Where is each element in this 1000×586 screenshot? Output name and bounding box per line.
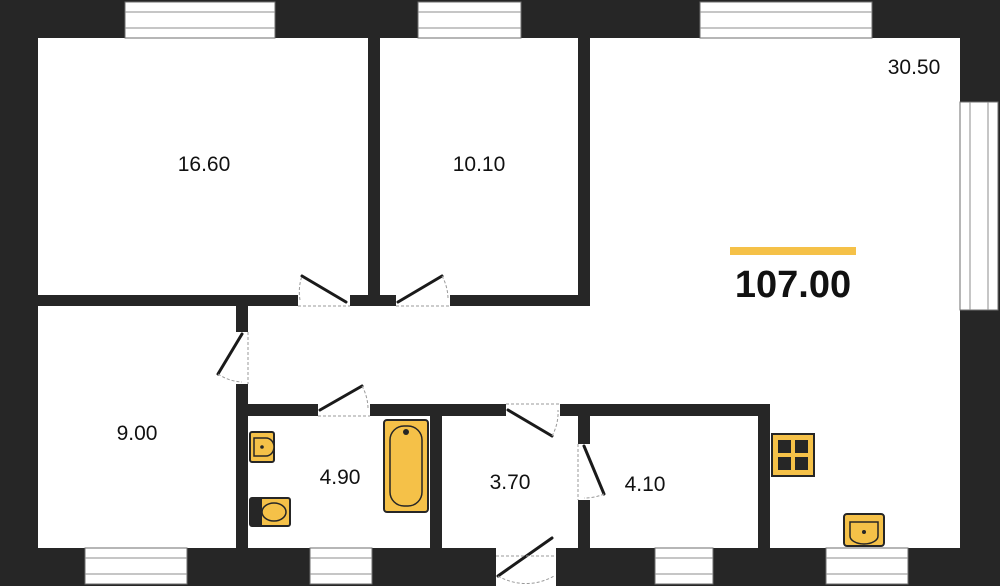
room-area-toilet: 3.70 [490, 471, 531, 494]
window-north-2 [417, 1, 522, 39]
door-toilet [506, 403, 560, 438]
washbasin-icon [249, 431, 275, 463]
wall-storage-east [758, 404, 770, 548]
window-south-3 [654, 547, 714, 585]
wall-toilet-storage-lower [578, 500, 590, 548]
window-south-4 [825, 547, 909, 585]
room-area-bedroom-large: 16.60 [178, 153, 231, 176]
bathtub-icon [383, 419, 429, 513]
toilet-bowl-icon [249, 497, 291, 527]
wall-bath-toilet-divider [430, 416, 442, 548]
wall-small-bedroom-east [578, 38, 590, 306]
window-north-1 [124, 1, 276, 39]
wall-toilet-storage-upper [578, 416, 590, 444]
door-bedroom-large [298, 274, 350, 307]
room-area-storage: 4.10 [625, 473, 666, 496]
door-bathroom [318, 384, 370, 417]
total-area-accent-bar [730, 247, 856, 255]
wall-bedrooms-divider [368, 38, 380, 306]
wall-west-room-east-upper [236, 306, 248, 332]
wall-west [0, 0, 38, 586]
door-storage [577, 444, 606, 500]
window-south-2 [309, 547, 373, 585]
total-area: 107.00 [735, 264, 851, 306]
room-area-bedroom-small: 10.10 [453, 153, 506, 176]
cooktop-icon [771, 433, 815, 477]
room-area-bedroom-west: 9.00 [117, 422, 158, 445]
window-north-3 [699, 1, 873, 39]
window-east [959, 101, 999, 311]
room-area-living-kitchen: 30.50 [888, 56, 941, 79]
kitchen-sink-icon [843, 513, 885, 547]
room-area-bathroom: 4.90 [320, 466, 361, 489]
wall-west-room-east-lower [236, 384, 248, 548]
door-bedroom-west [216, 332, 249, 384]
entrance-door [496, 536, 556, 586]
window-south-1 [84, 547, 188, 585]
door-bedroom-small [396, 274, 450, 307]
